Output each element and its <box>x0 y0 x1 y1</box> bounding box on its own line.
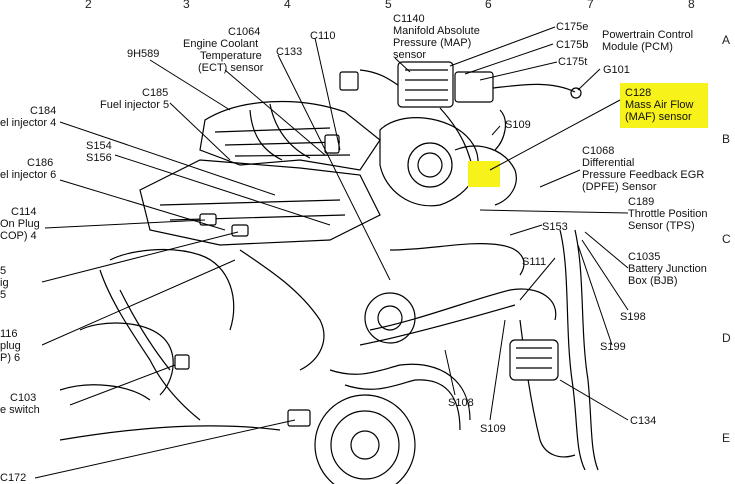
grid-col-4: 4 <box>284 0 291 11</box>
label-c1140: C1140 Manifold Absolute Pressure (MAP) s… <box>393 13 483 61</box>
grid-row-b: B <box>722 132 730 146</box>
label-c175b: C175b <box>556 39 588 51</box>
label-c185: C185 Fuel injector 5 <box>100 87 171 111</box>
grid-col-2: 2 <box>85 0 92 11</box>
label-c114: C114 On Plug COP) 4 <box>0 206 43 242</box>
label-c172: C172 <box>0 472 26 484</box>
grid-col-7: 7 <box>587 0 594 11</box>
grid-row-c: C <box>722 232 731 246</box>
grid-row-a: A <box>722 33 730 47</box>
label-c134: C134 <box>630 415 656 427</box>
label-c189-tps: C189 Throttle Position Sensor (TPS) <box>628 196 711 232</box>
label-pcm: Powertrain Control Module (PCM) <box>602 29 696 53</box>
label-left-5: 5 ig 5 <box>0 265 12 301</box>
label-c184: C184 el injector 4 <box>0 105 59 129</box>
grid-col-5: 5 <box>385 0 392 11</box>
grid-col-8: 8 <box>688 0 695 11</box>
label-9h589: 9H589 <box>127 48 159 60</box>
label-c133: C133 <box>276 46 302 58</box>
label-c1068-dpfe: C1068 Differential Pressure Feedback EGR… <box>582 145 707 193</box>
label-c175t: C175t <box>558 56 587 68</box>
label-c175e: C175e <box>556 21 588 33</box>
label-s154-s156: S154 S156 <box>86 140 115 164</box>
label-s108: S108 <box>448 397 474 409</box>
label-c186: C186 el injector 6 <box>0 157 56 181</box>
label-c1064: C1064 Engine Coolant Temperature (ECT) s… <box>183 26 265 74</box>
label-s109-top: S109 <box>505 119 531 131</box>
grid-col-3: 3 <box>183 0 190 11</box>
label-left-116: 116 plug P) 6 <box>0 328 24 364</box>
label-s199: S199 <box>600 341 626 353</box>
label-c1035-bjb: C1035 Battery Junction Box (BJB) <box>628 251 710 287</box>
grid-col-6: 6 <box>485 0 492 11</box>
label-g101: G101 <box>603 64 630 76</box>
grid-reference: 2 3 4 5 6 7 8 A B C D E <box>85 0 731 445</box>
leader-lines <box>34 26 629 479</box>
label-c110: C110 <box>310 30 335 42</box>
label-c103: C103 e switch <box>0 392 40 416</box>
label-s111: S111 <box>522 256 546 268</box>
label-c128-maf: C128 Mass Air Flow (MAF) sensor <box>625 87 697 123</box>
maf-sensor-highlight <box>468 161 500 187</box>
grid-row-d: D <box>722 331 731 345</box>
maf-label-highlight <box>620 83 708 128</box>
label-s198: S198 <box>620 311 646 323</box>
grid-row-e: E <box>722 431 730 445</box>
label-s109-bottom: S109 <box>480 423 506 435</box>
label-s153: S153 <box>542 221 568 233</box>
